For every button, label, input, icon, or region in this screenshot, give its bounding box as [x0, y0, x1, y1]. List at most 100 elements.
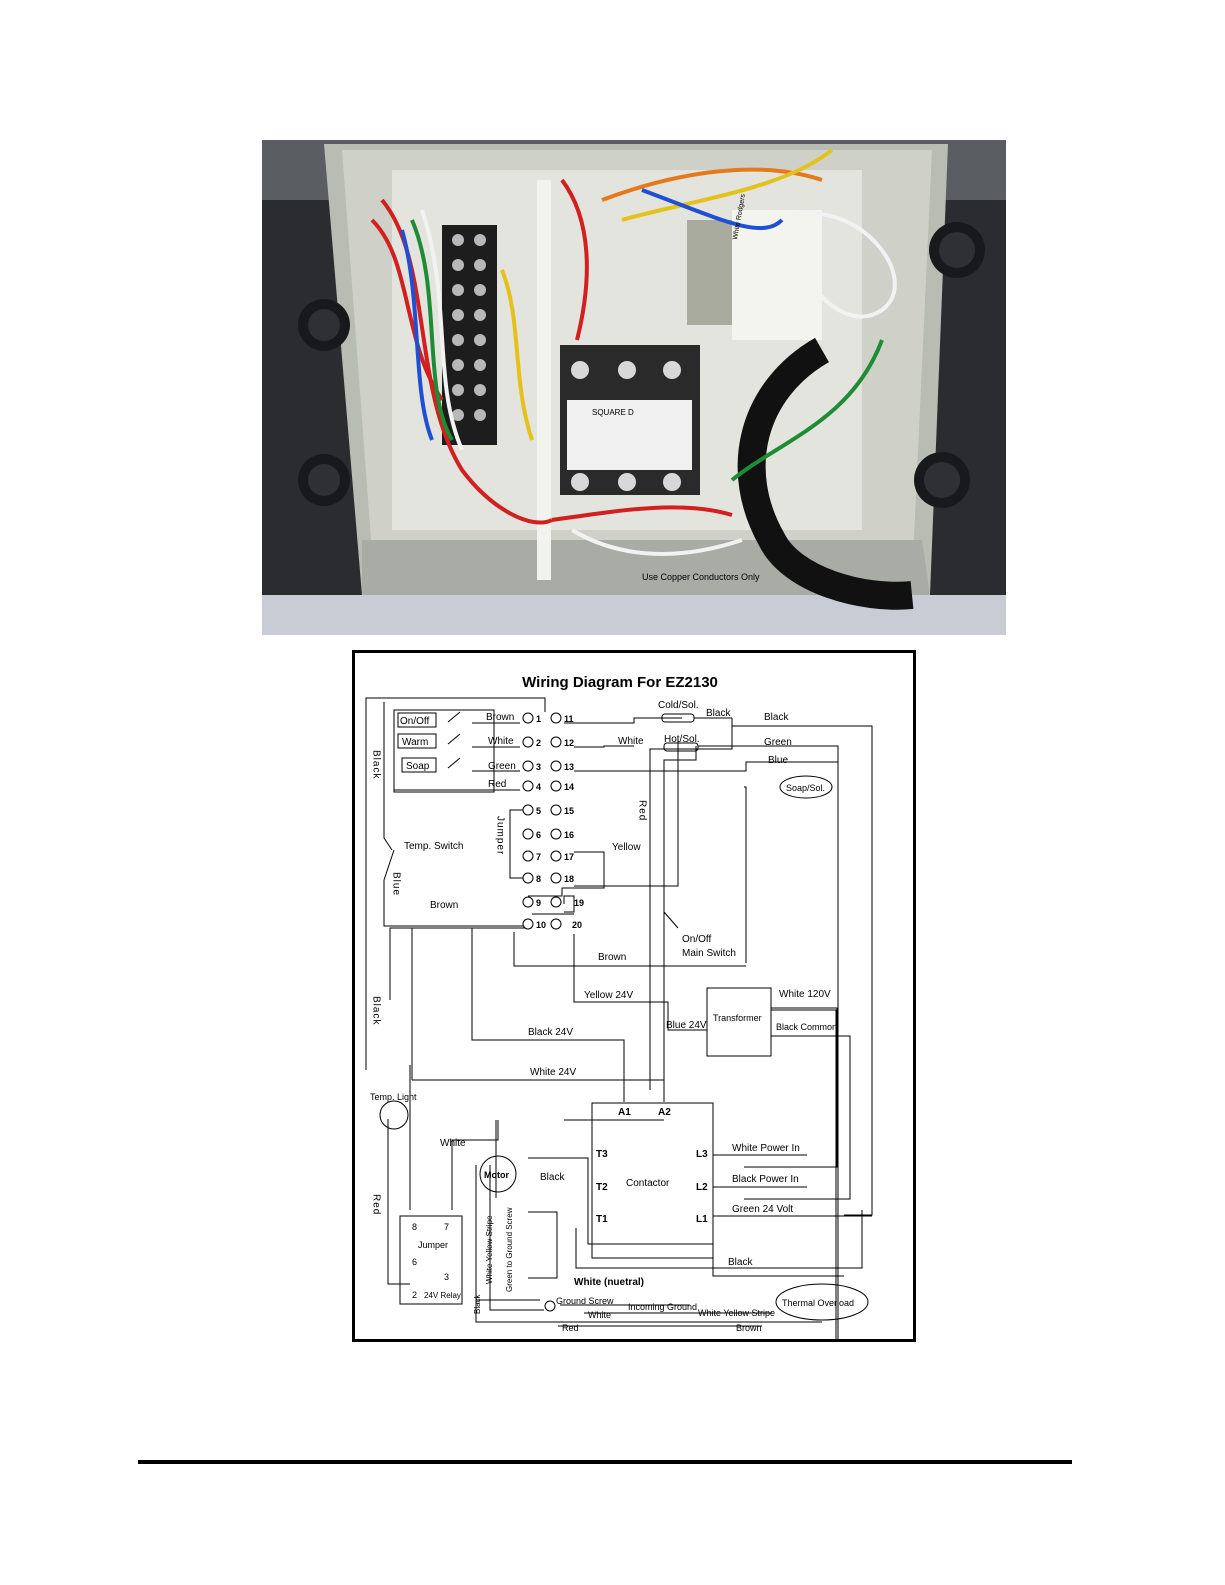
terminal-14: 14	[564, 782, 574, 792]
blue-24v-label: Blue 24V	[666, 1020, 707, 1031]
black-t2-label: Black	[540, 1172, 565, 1183]
diagram-title: Wiring Diagram For EZ2130	[522, 674, 718, 691]
hot-sol-label: Hot/Sol.	[664, 734, 700, 745]
thermal-overload-label: Thermal Overload	[782, 1298, 854, 1308]
on-off-switch-box	[397, 712, 437, 728]
motor-symbol	[479, 1155, 517, 1193]
soap-switch-label: Soap	[406, 761, 430, 772]
black-motor-vertical-label: Black	[473, 1293, 482, 1314]
temp-switch-label: Temp. Switch	[404, 841, 463, 852]
terminal-1: 1	[536, 714, 541, 724]
jumper-label: Jumper	[418, 1240, 448, 1250]
warm-switch-label: Warm	[402, 737, 428, 748]
cold-solenoid-symbol	[661, 713, 695, 723]
relay-pin-7: 7	[444, 1222, 449, 1232]
contactor-l1: L1	[696, 1214, 708, 1225]
ground-screw-label: Ground Screw	[556, 1296, 614, 1306]
cold-sol-label: Cold/Sol.	[658, 700, 699, 711]
terminal-18: 18	[564, 874, 574, 884]
black-bottom-label: Black	[728, 1257, 753, 1268]
terminal-19: 19	[574, 898, 584, 908]
wiring-diagram: Wiring Diagram For EZ2130	[352, 650, 916, 1342]
contactor-brand-label: SQUARE D	[592, 408, 634, 417]
motor-label: Motor	[484, 1170, 509, 1180]
terminal-8: 8	[536, 874, 541, 884]
green-24-volt-label: Green 24 Volt	[732, 1204, 793, 1215]
yellow-24v-label: Yellow 24V	[584, 990, 633, 1001]
red-vertical-label-2: Red	[371, 1194, 382, 1215]
soap-solenoid-symbol	[779, 775, 833, 799]
jumper-vertical-label: Jumper	[495, 816, 506, 855]
contactor-t1: T1	[596, 1214, 608, 1225]
contactor-a2: A2	[658, 1107, 671, 1118]
cold-sol-black-label: Black	[706, 708, 731, 719]
terminal-7: 7	[536, 852, 541, 862]
blue-vertical-label: Blue	[391, 872, 402, 896]
brown-main-label: Brown	[598, 952, 626, 963]
terminal-6: 6	[536, 830, 541, 840]
red-vertical-label: Red	[637, 800, 648, 821]
yellow-wire-label: Yellow	[612, 842, 641, 853]
hot-sol-white-label: White	[618, 736, 644, 747]
white-motor-label: White	[440, 1138, 466, 1149]
box-warning-label: Use Copper Conductors Only	[642, 572, 760, 582]
main-switch-label-2: Main Switch	[682, 948, 736, 959]
terminal-20: 20	[572, 920, 582, 930]
terminal-15: 15	[564, 806, 574, 816]
terminal-12: 12	[564, 738, 574, 748]
soap-sol-label: Soap/Sol.	[786, 783, 825, 793]
green-wire-label-2: Green	[764, 737, 792, 748]
terminal-2: 2	[536, 738, 541, 748]
green-wire-label: Green	[488, 761, 516, 772]
white-bottom-label: White	[588, 1310, 611, 1320]
black-24v-label: Black 24V	[528, 1027, 573, 1038]
red-bottom-label: Red	[562, 1323, 579, 1333]
black-power-in-label: Black Power In	[732, 1174, 799, 1185]
page-footer-rule	[138, 1460, 1072, 1464]
black-wire-label: Black	[764, 712, 789, 723]
contactor-t2: T2	[596, 1182, 608, 1193]
relay-pin-3: 3	[444, 1272, 449, 1282]
brown-bottom-label: Brown	[736, 1323, 762, 1333]
white-24v-label: White 24V	[530, 1067, 576, 1078]
white-wire-label: White	[488, 736, 514, 747]
terminal-3: 3	[536, 762, 541, 772]
blue-wire-label: Blue	[768, 755, 788, 766]
terminal-17: 17	[564, 852, 574, 862]
transformer-label: Transformer	[713, 1013, 762, 1023]
on-off-switch-label: On/Off	[400, 716, 429, 727]
contactor-l2: L2	[696, 1182, 708, 1193]
terminal-13: 13	[564, 762, 574, 772]
relay-label: 24V Relay	[424, 1291, 461, 1300]
green-ground-screw-vertical-label: Green to Ground Screw	[505, 1207, 514, 1292]
control-box-photo: SQUARE D White Rodgers Use Copper Conduc…	[262, 140, 1006, 635]
temp-light-symbol	[379, 1100, 409, 1130]
terminal-16: 16	[564, 830, 574, 840]
incoming-ground-label: Incoming Ground	[628, 1302, 697, 1312]
temp-light-label: Temp. Light	[370, 1092, 417, 1102]
terminal-5: 5	[536, 806, 541, 816]
black-vertical-label-2: Black	[371, 996, 382, 1025]
brown-wire-label: Brown	[486, 712, 514, 723]
white-power-in-label: White Power In	[732, 1143, 800, 1154]
terminal-4: 4	[536, 782, 541, 792]
relay-pin-6: 6	[412, 1257, 417, 1267]
relay-pin-2: 2	[412, 1290, 417, 1300]
terminal-11: 11	[564, 714, 574, 724]
white-yellow-stripe-bottom-label: White Yellow Stripe	[698, 1308, 775, 1318]
terminal-9: 9	[536, 898, 541, 908]
thermal-overload-symbol	[775, 1283, 869, 1321]
brown-910-label: Brown	[430, 900, 458, 911]
black-vertical-label: Black	[371, 750, 382, 779]
black-common-label: Black Common	[776, 1022, 837, 1032]
contactor-label: Contactor	[626, 1178, 670, 1189]
warm-switch-box	[397, 733, 437, 749]
red-wire-label: Red	[488, 779, 506, 790]
contactor-l3: L3	[696, 1149, 708, 1160]
soap-switch-box	[401, 757, 437, 773]
hot-solenoid-symbol	[663, 742, 699, 752]
white-neutral-label: White (nuetral)	[574, 1277, 644, 1288]
relay-pin-8: 8	[412, 1222, 417, 1232]
contactor-t3: T3	[596, 1149, 608, 1160]
white-yellow-stripe-vertical-label: White Yellow Stripe	[485, 1215, 494, 1284]
